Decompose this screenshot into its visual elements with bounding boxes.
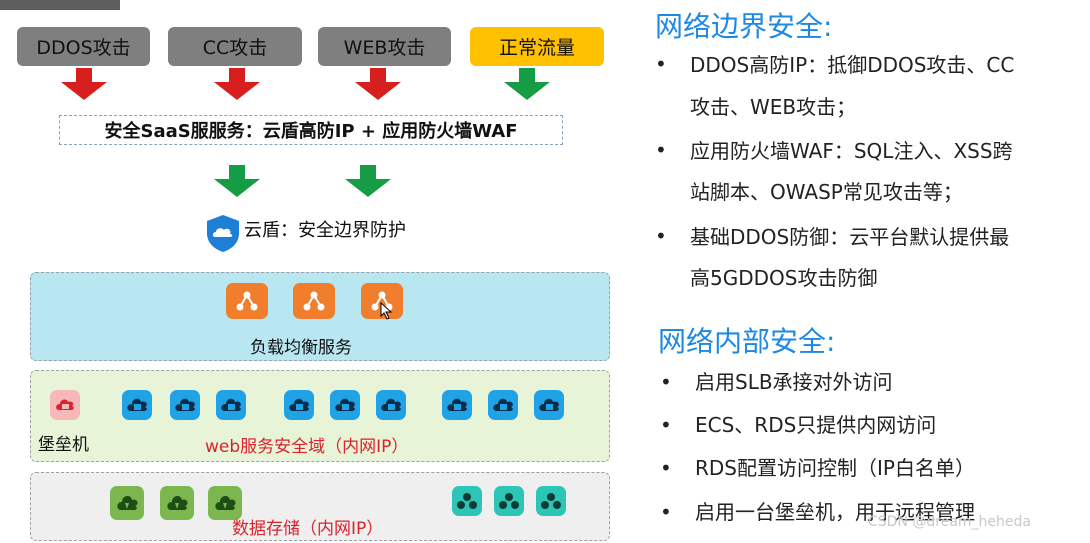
boundary-bullet-3-line2: 高5GDDOS攻击防御 — [690, 266, 878, 290]
boundary-bullet-1-line2: 攻击、WEB攻击； — [690, 95, 857, 119]
rds-database-icon — [160, 486, 194, 520]
normal-traffic-label: 正常流量 — [498, 37, 575, 59]
bullet-icon: • — [655, 138, 667, 162]
ecs-server-icon — [442, 390, 472, 420]
boundary-bullet-2-line2: 站脚本、OWASP常见攻击等； — [690, 180, 963, 204]
boundary-security-heading: 网络边界安全: — [655, 10, 833, 43]
ecs-server-icon — [534, 390, 564, 420]
attack-arrows — [61, 68, 550, 100]
saas-label: 安全SaaS服服务：云盾高防IP + 应用防火墙WAF — [104, 121, 518, 142]
storage-node-icon — [494, 486, 524, 516]
saas-security-box: 安全SaaS服服务：云盾高防IP + 应用防火墙WAF — [59, 115, 563, 145]
internal-security-heading: 网络内部安全: — [658, 325, 836, 358]
web-attack-label: WEB攻击 — [343, 37, 426, 59]
ecs-server-icon — [170, 390, 200, 420]
web-attack-box: WEB攻击 — [318, 27, 451, 66]
bullet-icon: • — [660, 370, 672, 394]
ddos-attack-label: DDOS攻击 — [36, 37, 131, 59]
internal-bullet-1: 启用SLB承接对外访问 — [695, 370, 893, 394]
ecs-server-icon — [284, 390, 314, 420]
storage-node-icon — [452, 486, 482, 516]
cc-attack-box: CC攻击 — [168, 27, 302, 66]
web-domain-label: web服务安全域（内网IP） — [205, 437, 409, 457]
boundary-bullet-3-line1: 基础DDOS防御：云平台默认提供最 — [690, 225, 1010, 249]
ecs-server-icon — [330, 390, 360, 420]
bastion-host-icon — [50, 390, 80, 420]
normal-green-arrow-icon — [504, 68, 550, 100]
slb-node-icon — [293, 283, 335, 319]
cc-red-arrow-icon — [214, 68, 260, 100]
ecs-server-icon — [216, 390, 246, 420]
internal-bullet-4: 启用一台堡垒机，用于远程管理 — [695, 500, 975, 524]
bastion-label: 堡垒机 — [38, 435, 89, 455]
bullet-icon: • — [660, 500, 672, 524]
slb-node-icon — [226, 283, 268, 319]
bullet-icon: • — [655, 52, 667, 76]
bullet-icon: • — [660, 413, 672, 437]
shield-label: 云盾：安全边界防护 — [244, 220, 406, 241]
bullet-icon: • — [655, 224, 667, 248]
boundary-bullet-1-line1: DDOS高防IP：抵御DDOS攻击、CC — [690, 53, 1015, 77]
watermark: CSDN @dream_heheda — [868, 514, 1031, 530]
mouse-cursor-icon — [380, 302, 393, 320]
web-red-arrow-icon — [355, 68, 401, 100]
internal-bullet-2: ECS、RDS只提供内网访问 — [695, 413, 937, 437]
rds-database-icon — [110, 486, 144, 520]
ddos-red-arrow-icon — [61, 68, 107, 100]
ecs-server-icon — [122, 390, 152, 420]
rds-database-icon — [208, 486, 242, 520]
storage-node-icon — [536, 486, 566, 516]
bullet-icon: • — [660, 456, 672, 480]
green-arrow-left-icon — [214, 165, 260, 197]
internal-bullet-3: RDS配置访问控制（IP白名单） — [695, 456, 975, 480]
ecs-server-icon — [376, 390, 406, 420]
cc-attack-label: CC攻击 — [202, 37, 268, 59]
pass-arrows — [214, 165, 391, 197]
cloud-shield-icon — [207, 215, 239, 252]
boundary-bullet-2-line1: 应用防火墙WAF：SQL注入、XSS跨 — [690, 139, 1013, 163]
top-bar — [0, 0, 120, 10]
db-label: 数据存储（内网IP） — [232, 519, 384, 539]
ddos-attack-box: DDOS攻击 — [17, 27, 150, 66]
lb-label: 负载均衡服务 — [250, 338, 352, 358]
ecs-server-icon — [488, 390, 518, 420]
green-arrow-right-icon — [345, 165, 391, 197]
normal-traffic-box: 正常流量 — [470, 27, 604, 66]
